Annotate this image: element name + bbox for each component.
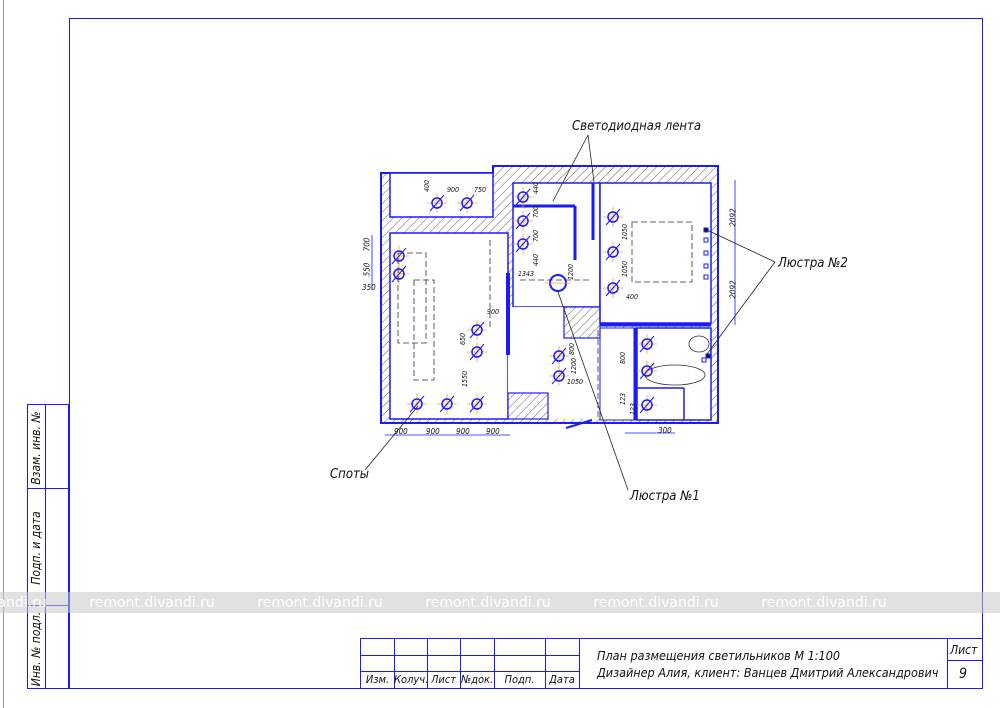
dim-label: 700 [532, 229, 541, 243]
spot-light-icon [467, 320, 487, 340]
watermark-text: remont.divandi.ru [89, 594, 215, 611]
dim-label: 400 [626, 293, 639, 301]
dim-label: 900 [487, 308, 500, 316]
dim-label: 900 [456, 427, 470, 436]
sheet-label: Лист [950, 643, 978, 657]
spot-light-icon [389, 246, 409, 266]
title-block: Изм. Колуч. Лист №док. Подп. Дата План р… [360, 638, 983, 689]
spot-light-icon [437, 394, 457, 414]
sheet-number: 9 [959, 666, 968, 682]
dim-label: 700 [362, 237, 372, 252]
spot-light-icon [637, 361, 657, 381]
spot-light-icon [549, 366, 569, 386]
watermark-text: remont.divandi.ru [425, 594, 551, 611]
spot-light-icon [513, 234, 533, 254]
drawing-title: План размещения светильников М 1:100 [597, 648, 841, 663]
dim-label: 900 [426, 427, 440, 436]
designer-client: Дизайнер Алия, клиент: Ванцев Дмитрий Ал… [597, 665, 939, 680]
watermark-text: remont.divandi.ru [257, 594, 383, 611]
spot-light-icon [513, 211, 533, 231]
col-header: №док. [460, 673, 494, 686]
col-header: Лист [430, 673, 457, 686]
sheet-edge [3, 0, 4, 708]
leader-lines [364, 134, 776, 491]
spots-label: Споты [330, 467, 370, 482]
spot-light-icon [389, 264, 409, 284]
dim-label: 2092 [728, 208, 738, 227]
dim-label: 123 [629, 402, 638, 416]
dim-label: 750 [474, 186, 487, 194]
chandelier-2-label: Люстра №2 [778, 256, 848, 271]
dim-label: 2092 [728, 280, 738, 299]
dim-label: 1550 [461, 370, 470, 388]
spot-light-icon [467, 394, 487, 414]
spot-light-icon [427, 193, 447, 213]
dim-label: 400 [423, 179, 432, 193]
dim-label: 1200 [570, 357, 579, 375]
dim-label: 1343 [518, 270, 535, 278]
chandelier-2-sockets [701, 227, 711, 363]
dim-label: 550 [362, 262, 372, 277]
col-header: Изм. [365, 673, 390, 686]
watermark-band: remont.divandi.ru remont.divandi.ru remont… [0, 592, 1000, 613]
dim-label: 1050 [621, 260, 630, 278]
spot-light-icon [513, 187, 533, 207]
dim-label: 440 [532, 253, 541, 267]
dim-label: 900 [394, 427, 408, 436]
dim-label: 800 [619, 351, 628, 365]
dim-label: 1050 [621, 223, 630, 241]
spot-light-icon [467, 342, 487, 362]
dim-label: 1200 [567, 263, 576, 281]
chandelier-1-icon [545, 274, 571, 292]
dim-label: 300 [658, 426, 672, 435]
dim-label: 440 [532, 181, 541, 195]
spot-light-icon [603, 278, 623, 298]
col-header: Дата [549, 673, 575, 686]
spot-light-icon [549, 346, 569, 366]
spot-light-icon [457, 193, 477, 213]
col-header: Колуч. [394, 673, 429, 686]
dim-label: 800 [568, 342, 577, 356]
dim-label: 700 [532, 205, 541, 219]
spot-light-icon [637, 395, 657, 415]
led-strip-label: Светодиодная лента [572, 119, 702, 134]
dim-label: 123 [619, 392, 628, 406]
walls [380, 165, 719, 429]
light-fixtures [389, 187, 657, 415]
dim-label: 900 [486, 427, 500, 436]
dim-label: 900 [447, 186, 460, 194]
chandelier-1-label: Люстра №1 [630, 489, 700, 504]
spot-light-icon [407, 394, 427, 414]
col-header: Подп. [504, 673, 535, 686]
spot-light-icon [603, 207, 623, 227]
spot-light-icon [603, 242, 623, 262]
strip-cell-replaced: Взам. инв. № [28, 405, 68, 489]
watermark-text: remont.divandi.ru [761, 594, 887, 611]
dim-label: 350 [362, 283, 376, 292]
dim-label: 650 [459, 332, 468, 346]
watermark-text: remont.divandi.ru [593, 594, 719, 611]
watermark-text: remont.divandi.ru [0, 594, 47, 611]
spot-light-icon [637, 334, 657, 354]
dim-label: 1050 [567, 378, 584, 386]
